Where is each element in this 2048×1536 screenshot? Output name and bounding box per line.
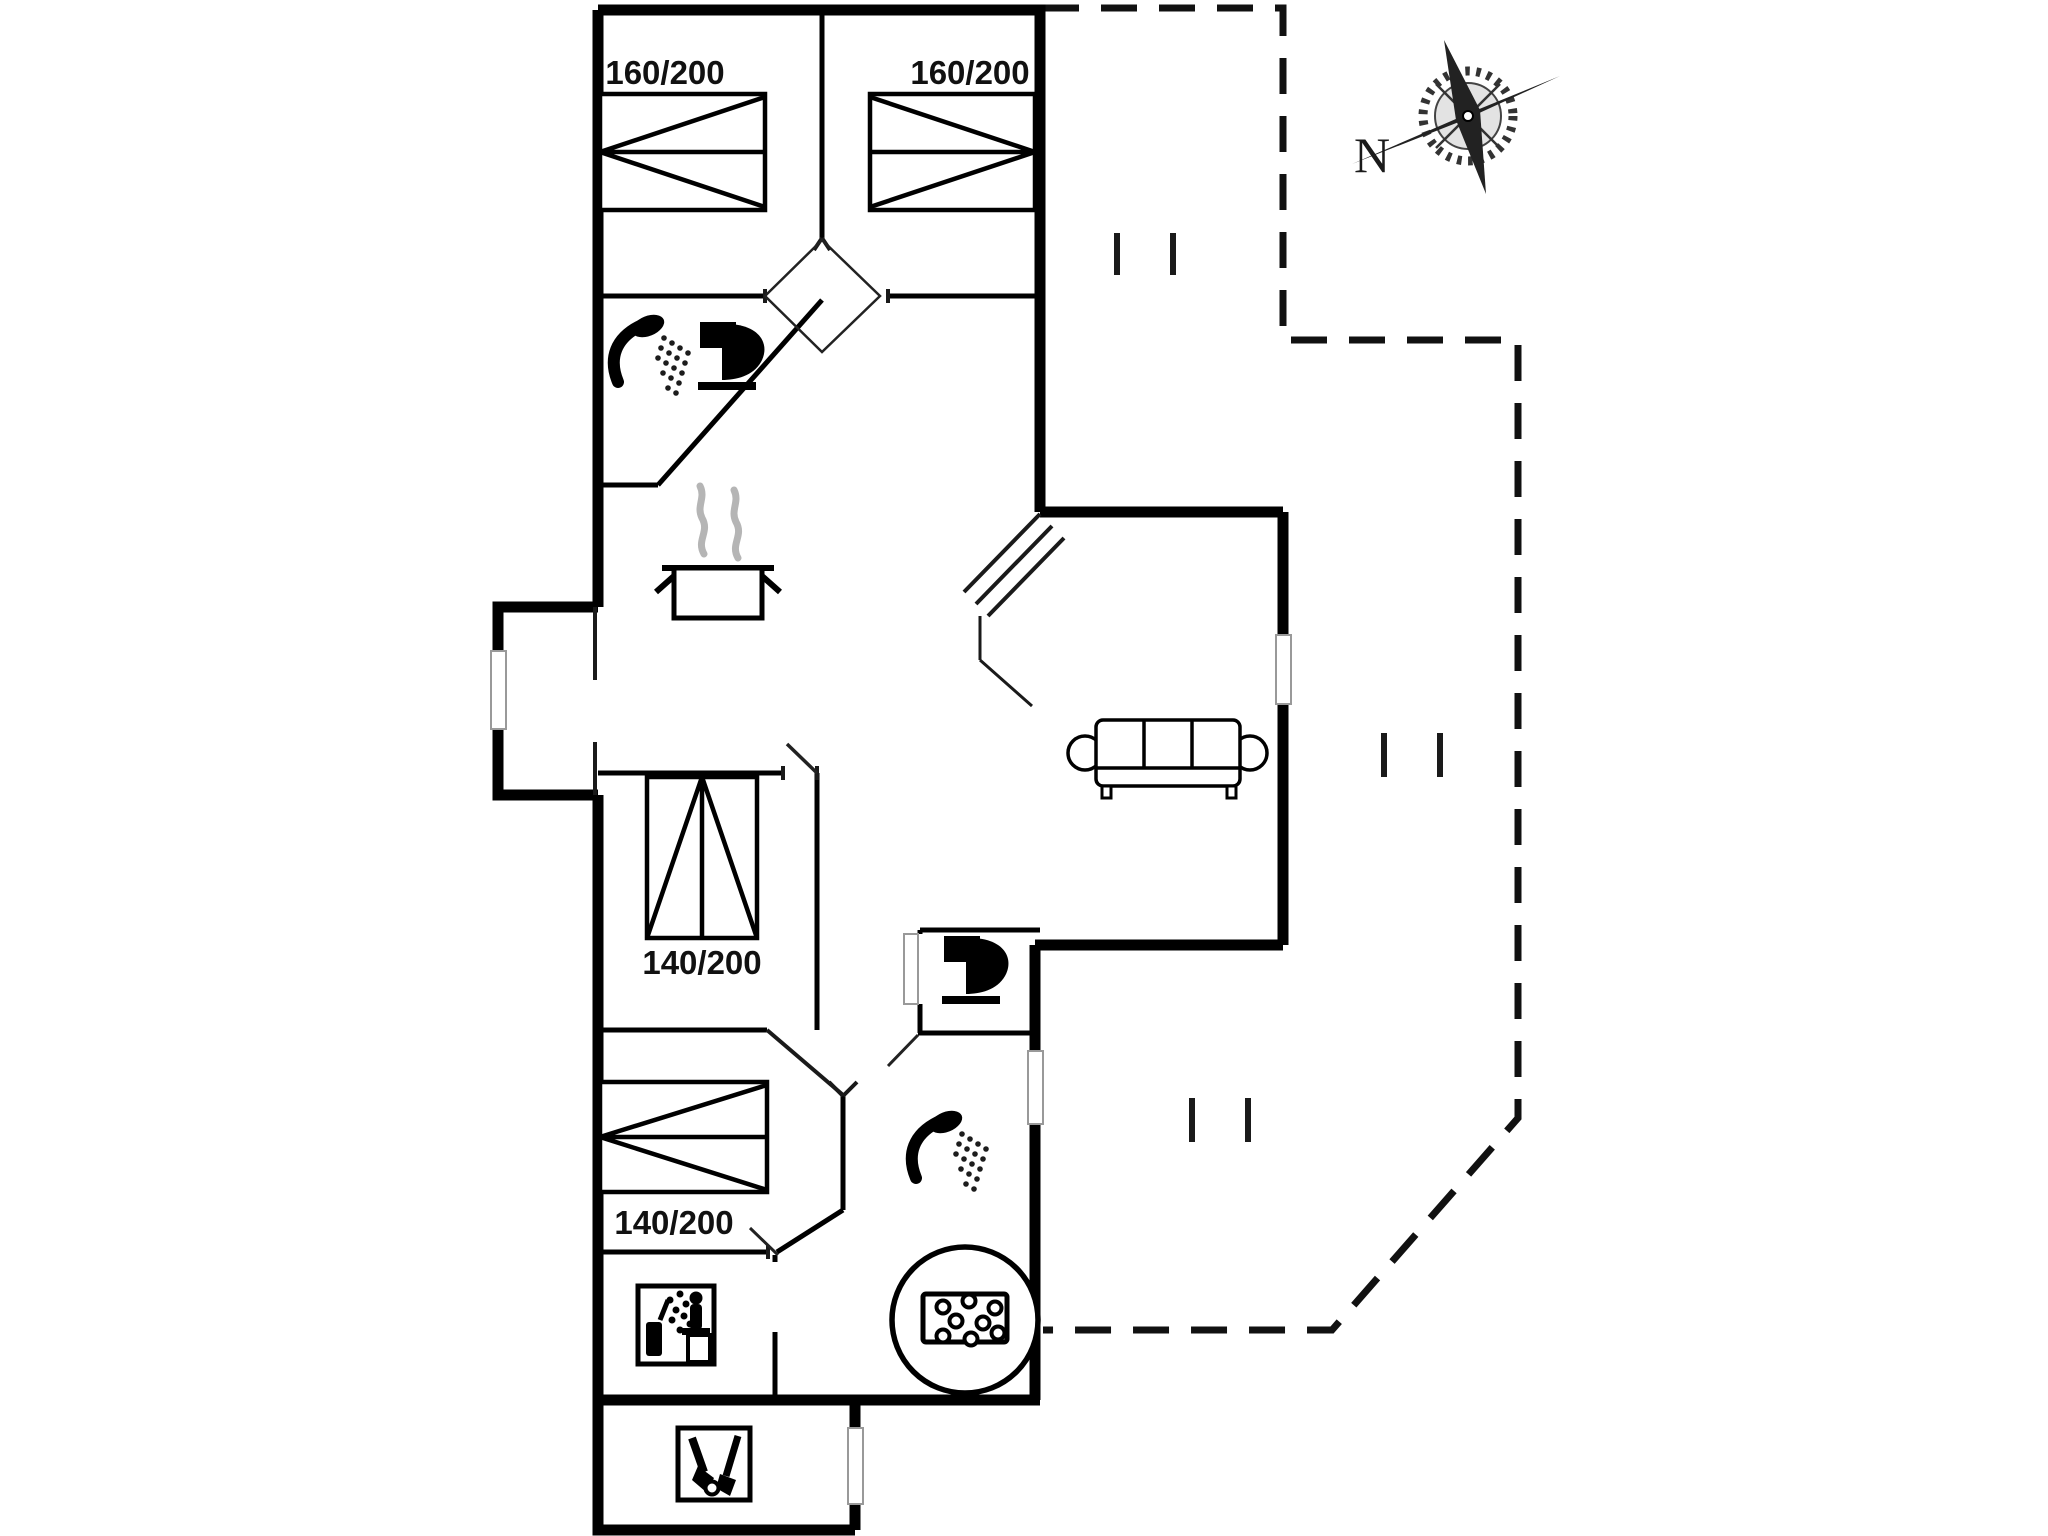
living-room-window bbox=[1275, 634, 1292, 705]
inner-walls bbox=[593, 10, 1040, 1400]
hall-door-leaf bbox=[763, 238, 882, 354]
whirlpool-icon bbox=[889, 1244, 1041, 1396]
utility-tools-icon bbox=[675, 1425, 753, 1503]
sauna-door-leaf bbox=[748, 1226, 780, 1257]
terrace-tick-marks bbox=[1114, 233, 1443, 1142]
bed-size-label-middle: 140/200 bbox=[642, 944, 761, 981]
sauna-icon bbox=[635, 1283, 717, 1367]
terrace-dashed-boundary bbox=[1043, 4, 1522, 1334]
windows bbox=[490, 634, 1292, 1505]
bed-middle bbox=[644, 774, 760, 941]
compass-north-label: N bbox=[1354, 127, 1390, 183]
door-swings bbox=[748, 236, 920, 1259]
entrance-door bbox=[490, 650, 507, 730]
bed-size-label-top-right: 160/200 bbox=[910, 54, 1029, 91]
sofa-icon bbox=[1066, 718, 1269, 800]
cooking-pot-icon bbox=[654, 482, 782, 621]
steps bbox=[962, 512, 1066, 708]
bed-bottom bbox=[597, 1079, 770, 1195]
bed-top-left bbox=[597, 91, 768, 213]
outer-walls bbox=[492, 4, 1289, 1536]
bath-terrace-window bbox=[1027, 1050, 1044, 1125]
utility-window bbox=[847, 1427, 864, 1505]
wc-door-leaf bbox=[886, 1033, 920, 1068]
steam-icon bbox=[696, 482, 743, 562]
middle-bedroom-door-leaf bbox=[785, 742, 819, 775]
wc-door bbox=[903, 933, 919, 1005]
bed-top-right bbox=[867, 91, 1038, 213]
bed-size-label-bottom: 140/200 bbox=[614, 1204, 733, 1241]
bed-size-label-top-left: 160/200 bbox=[605, 54, 724, 91]
compass-rose-icon: N bbox=[1352, 40, 1560, 194]
